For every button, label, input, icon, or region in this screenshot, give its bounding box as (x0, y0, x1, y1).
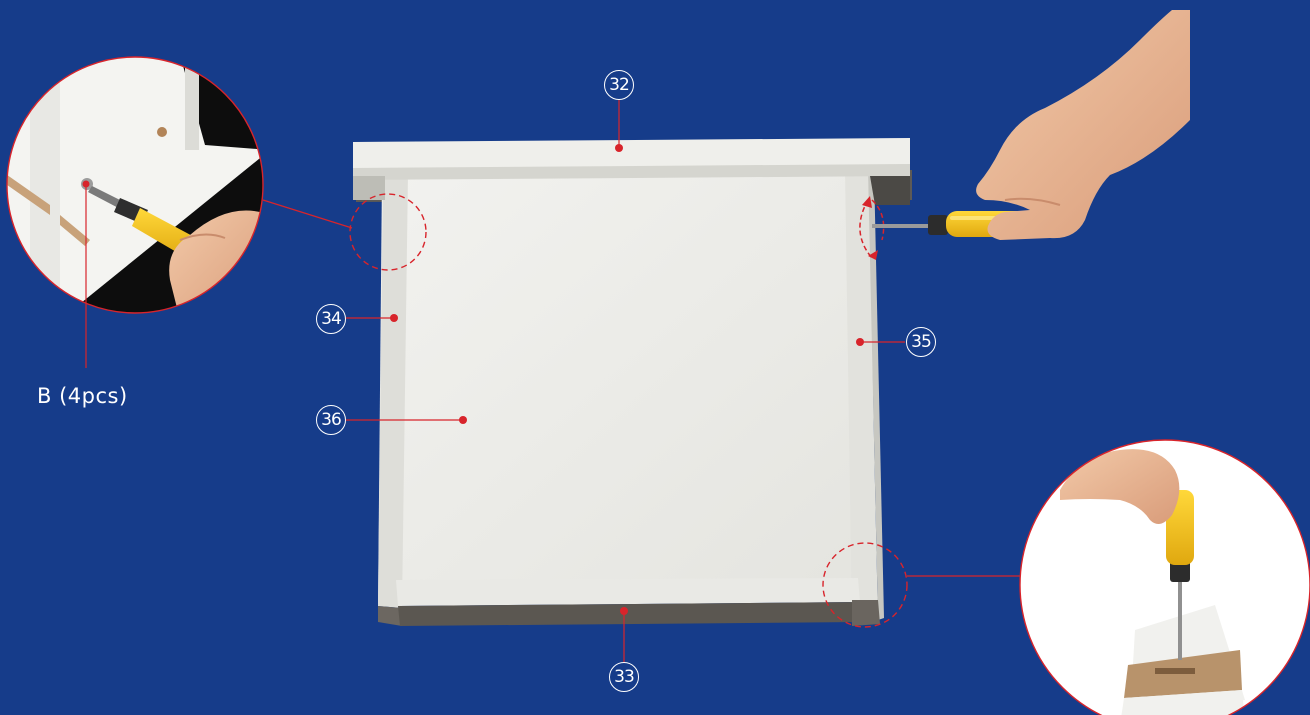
callout-number-34: 34 (316, 304, 346, 334)
callout-number-36: 36 (316, 405, 346, 435)
callout-number-35: 35 (906, 327, 936, 357)
callout-number-32: 32 (604, 70, 634, 100)
zoom-detail-circle-top-left (0, 50, 270, 320)
zoom-detail-circle-bottom-right (1015, 435, 1310, 715)
back-panel-36 (378, 173, 876, 604)
bottom-panel-33 (396, 578, 860, 606)
drawer-assembly (353, 138, 912, 626)
callout-line-top-left (263, 200, 352, 228)
callout-number-33: 33 (609, 662, 639, 692)
hand-icon (976, 10, 1190, 240)
screw-quantity-label: B (4pcs) (37, 384, 128, 408)
